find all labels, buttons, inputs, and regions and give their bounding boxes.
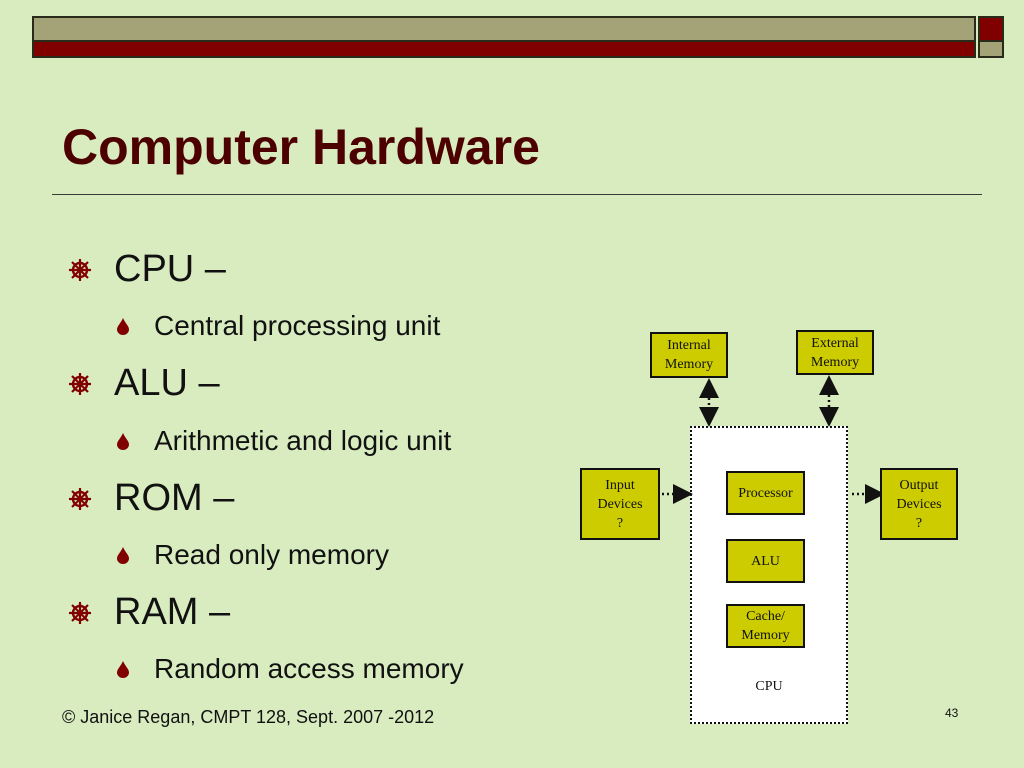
processor-box: Processor (726, 471, 805, 515)
sub-bullet-cpu: Central processing unit (116, 310, 440, 342)
droplet-icon (117, 661, 129, 678)
bullet-term: ALU – (114, 362, 220, 404)
external-memory-box: External Memory (796, 330, 874, 375)
ship-wheel-icon (69, 258, 91, 281)
output-devices-box: Output Devices ? (880, 468, 958, 540)
bullet-ram: RAM – (68, 591, 230, 634)
header-bar-olive (32, 16, 976, 42)
sub-bullet-rom: Read only memory (116, 539, 389, 571)
slide-title: Computer Hardware (62, 119, 540, 175)
bullet-term: CPU – (114, 248, 226, 290)
bullet-cpu: CPU – (68, 248, 226, 291)
bullet-definition: Read only memory (154, 539, 389, 570)
ship-wheel-icon (69, 372, 91, 395)
title-divider (52, 194, 982, 195)
cache-memory-box: Cache/ Memory (726, 604, 805, 648)
droplet-icon (117, 547, 129, 564)
header-bar-red (32, 42, 976, 58)
input-devices-box: Input Devices ? (580, 468, 660, 540)
droplet-icon (117, 433, 129, 450)
header-square-red (978, 16, 1004, 42)
internal-memory-box: Internal Memory (650, 332, 728, 378)
sub-bullet-alu: Arithmetic and logic unit (116, 425, 451, 457)
ship-wheel-icon (69, 601, 91, 624)
bullet-definition: Arithmetic and logic unit (154, 425, 452, 456)
bullet-alu: ALU – (68, 362, 220, 405)
footer-copyright: © Janice Regan, CMPT 128, Sept. 2007 -20… (62, 707, 435, 727)
sub-bullet-ram: Random access memory (116, 653, 464, 685)
bullet-term: RAM – (114, 591, 231, 633)
alu-box: ALU (726, 539, 805, 583)
bullet-rom: ROM – (68, 477, 234, 520)
bullet-definition: Random access memory (154, 653, 464, 684)
droplet-icon (117, 318, 129, 335)
header-square-olive (978, 42, 1004, 58)
ship-wheel-icon (69, 487, 91, 510)
page-number: 43 (945, 706, 959, 720)
bullet-definition: Central processing unit (154, 310, 441, 341)
bullet-term: ROM – (114, 477, 235, 519)
cpu-label: CPU (755, 679, 783, 694)
